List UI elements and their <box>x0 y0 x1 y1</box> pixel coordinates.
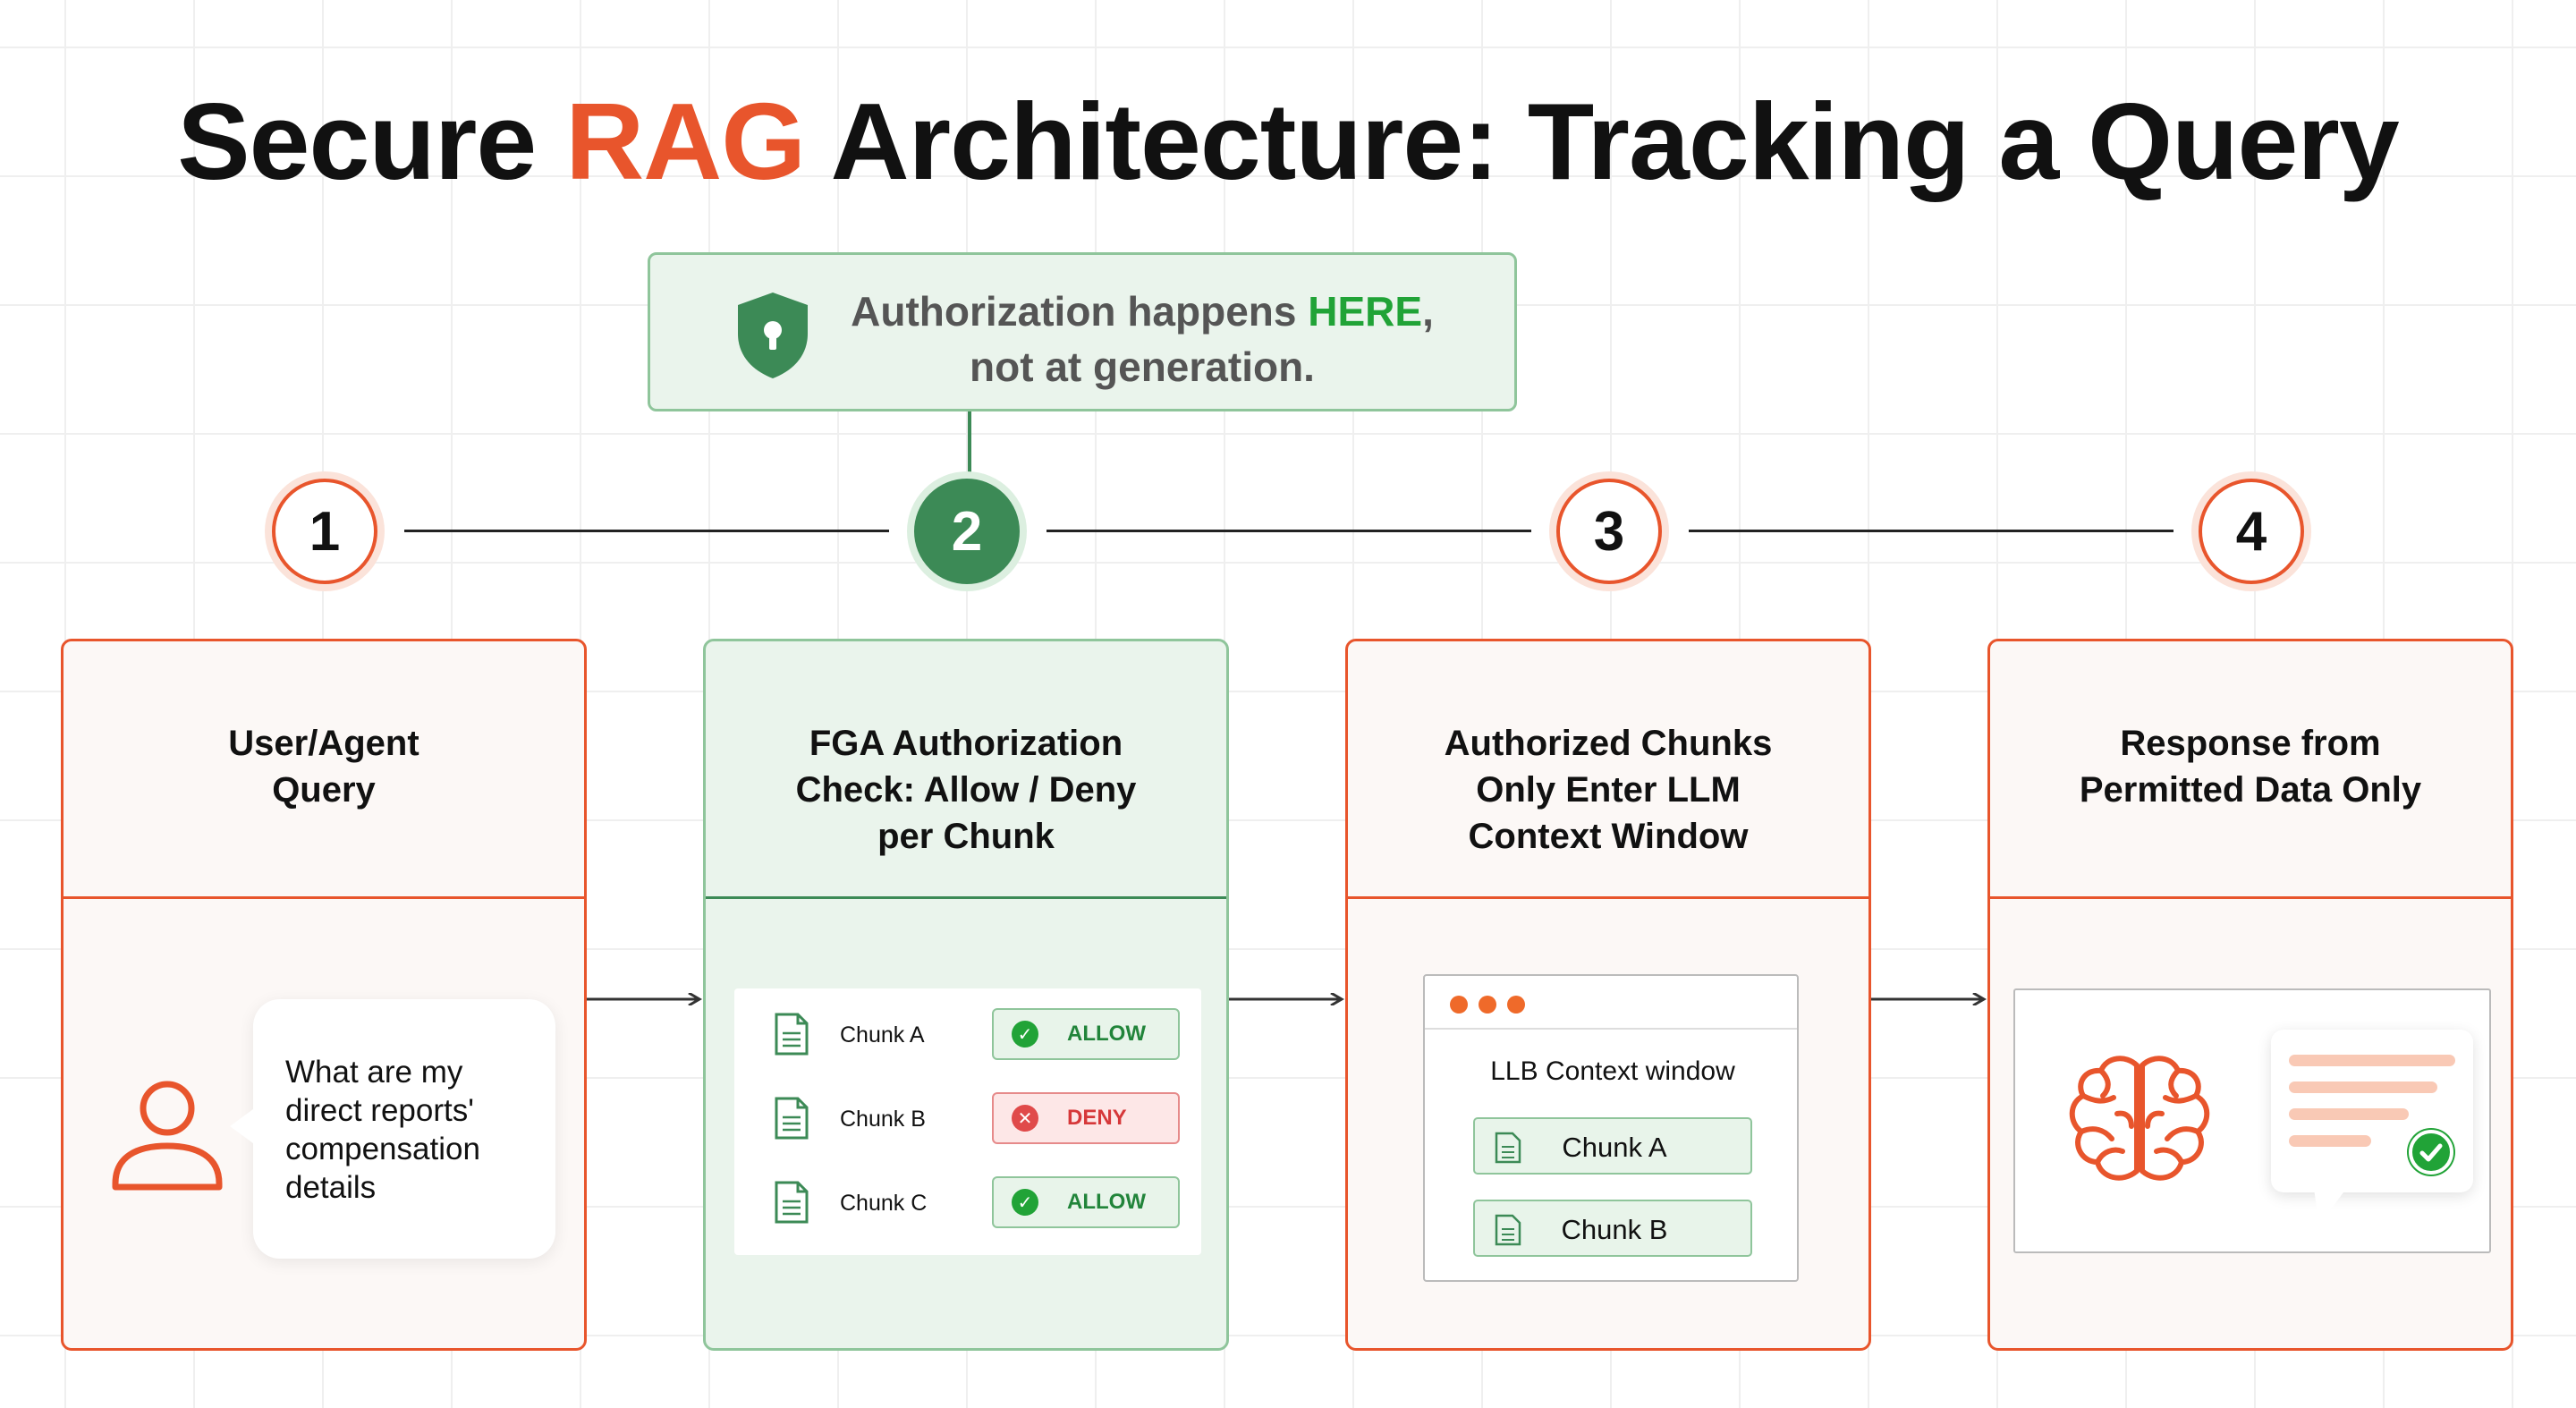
document-icon <box>1495 1132 1521 1164</box>
chunk-label: Chunk B <box>840 1107 926 1132</box>
title-after: Architecture: Tracking a Query <box>805 81 2400 202</box>
card-title-line: Query <box>272 770 376 810</box>
chunk-check-panel: Chunk A ✓ ALLOW Chunk B ✕ DENY Chunk C ✓ AL… <box>734 988 1201 1255</box>
query-bubble: What are my direct reports' compensation… <box>230 999 555 1259</box>
check-icon: ✓ <box>1012 1189 1038 1216</box>
response-line <box>2289 1135 2371 1147</box>
card-title-line: FGA Authorization <box>809 724 1123 763</box>
response-bubble-icon <box>2271 1030 2473 1225</box>
arrow-icon <box>1871 993 1987 1005</box>
response-line <box>2289 1055 2455 1066</box>
card-title-line: per Chunk <box>877 817 1055 856</box>
query-line: What are my <box>285 1055 463 1090</box>
card-title-line: Response from <box>2120 724 2381 763</box>
chunk-label: Chunk A <box>840 1022 925 1048</box>
step-line-1 <box>404 530 889 532</box>
check-icon: ✓ <box>1012 1021 1038 1048</box>
response-line <box>2289 1108 2409 1120</box>
chunk-label: Chunk B <box>1561 1214 1668 1245</box>
callout-text: Authorization happens HERE, not at gener… <box>829 284 1455 394</box>
status-label: ALLOW <box>1067 1190 1146 1214</box>
bubble-tail <box>2314 1189 2346 1225</box>
status-label: DENY <box>1067 1106 1127 1130</box>
document-icon <box>1495 1214 1521 1246</box>
status-label: ALLOW <box>1067 1022 1146 1046</box>
chunk-row: Chunk C ✓ ALLOW <box>734 1173 1201 1230</box>
shield-lock-icon <box>738 293 808 378</box>
context-window-title: LLB Context window <box>1490 1056 1735 1086</box>
window-dot <box>1450 996 1468 1014</box>
step-1: 1 <box>272 479 377 584</box>
window-titlebar <box>1425 976 1797 1030</box>
x-icon: ✕ <box>1012 1105 1038 1132</box>
arrow-icon <box>587 993 702 1005</box>
allow-badge: ✓ ALLOW <box>992 1008 1180 1060</box>
brain-icon <box>2069 1056 2210 1181</box>
chunk-row: Chunk B ✕ DENY <box>734 1089 1201 1146</box>
context-chunk: Chunk B <box>1473 1200 1752 1257</box>
authorization-callout: Authorization happens HERE, not at gener… <box>648 252 1517 411</box>
card-title-line: Permitted Data Only <box>2079 770 2422 810</box>
check-icon <box>2409 1130 2453 1175</box>
window-dot <box>1479 996 1496 1014</box>
response-panel <box>2013 988 2491 1253</box>
step-3: 3 <box>1556 479 1662 584</box>
callout-line1-after: , <box>1422 288 1434 335</box>
query-line: details <box>285 1170 377 1205</box>
card-title-line: Only Enter LLM <box>1476 770 1741 810</box>
document-icon <box>775 1181 809 1224</box>
arrow-icon <box>1229 993 1344 1005</box>
title-before: Secure <box>177 81 566 202</box>
query-line: direct reports' <box>285 1093 474 1128</box>
title-accent: RAG <box>565 81 806 202</box>
allow-badge: ✓ ALLOW <box>992 1176 1180 1228</box>
card-title-line: Context Window <box>1468 817 1749 856</box>
context-chunk: Chunk A <box>1473 1117 1752 1175</box>
response-line <box>2289 1081 2437 1093</box>
callout-line2: not at generation. <box>970 344 1315 390</box>
chunk-label: Chunk A <box>1562 1132 1667 1163</box>
card-title-line: User/Agent <box>228 724 419 763</box>
user-icon <box>112 1081 223 1191</box>
chunk-row: Chunk A ✓ ALLOW <box>734 1005 1201 1062</box>
callout-highlight: HERE <box>1308 288 1423 335</box>
step-line-2 <box>1046 530 1531 532</box>
step-line-3 <box>1689 530 2174 532</box>
chunk-label: Chunk C <box>840 1191 928 1216</box>
query-line: compensation <box>285 1132 480 1166</box>
document-icon <box>775 1013 809 1056</box>
context-window: LLB Context window Chunk A Chunk B <box>1423 974 1799 1282</box>
card-title-line: Check: Allow / Deny <box>795 770 1137 810</box>
window-dot <box>1507 996 1525 1014</box>
page-title: Secure RAG Architecture: Tracking a Quer… <box>0 79 2576 204</box>
callout-connector <box>968 411 971 483</box>
card-title-line: Authorized Chunks <box>1444 724 1773 763</box>
deny-badge: ✕ DENY <box>992 1092 1180 1144</box>
callout-line1-before: Authorization happens <box>851 288 1309 335</box>
bubble-tail <box>230 1107 257 1146</box>
step-4: 4 <box>2199 479 2304 584</box>
document-icon <box>775 1097 809 1140</box>
step-2: 2 <box>914 479 1020 584</box>
